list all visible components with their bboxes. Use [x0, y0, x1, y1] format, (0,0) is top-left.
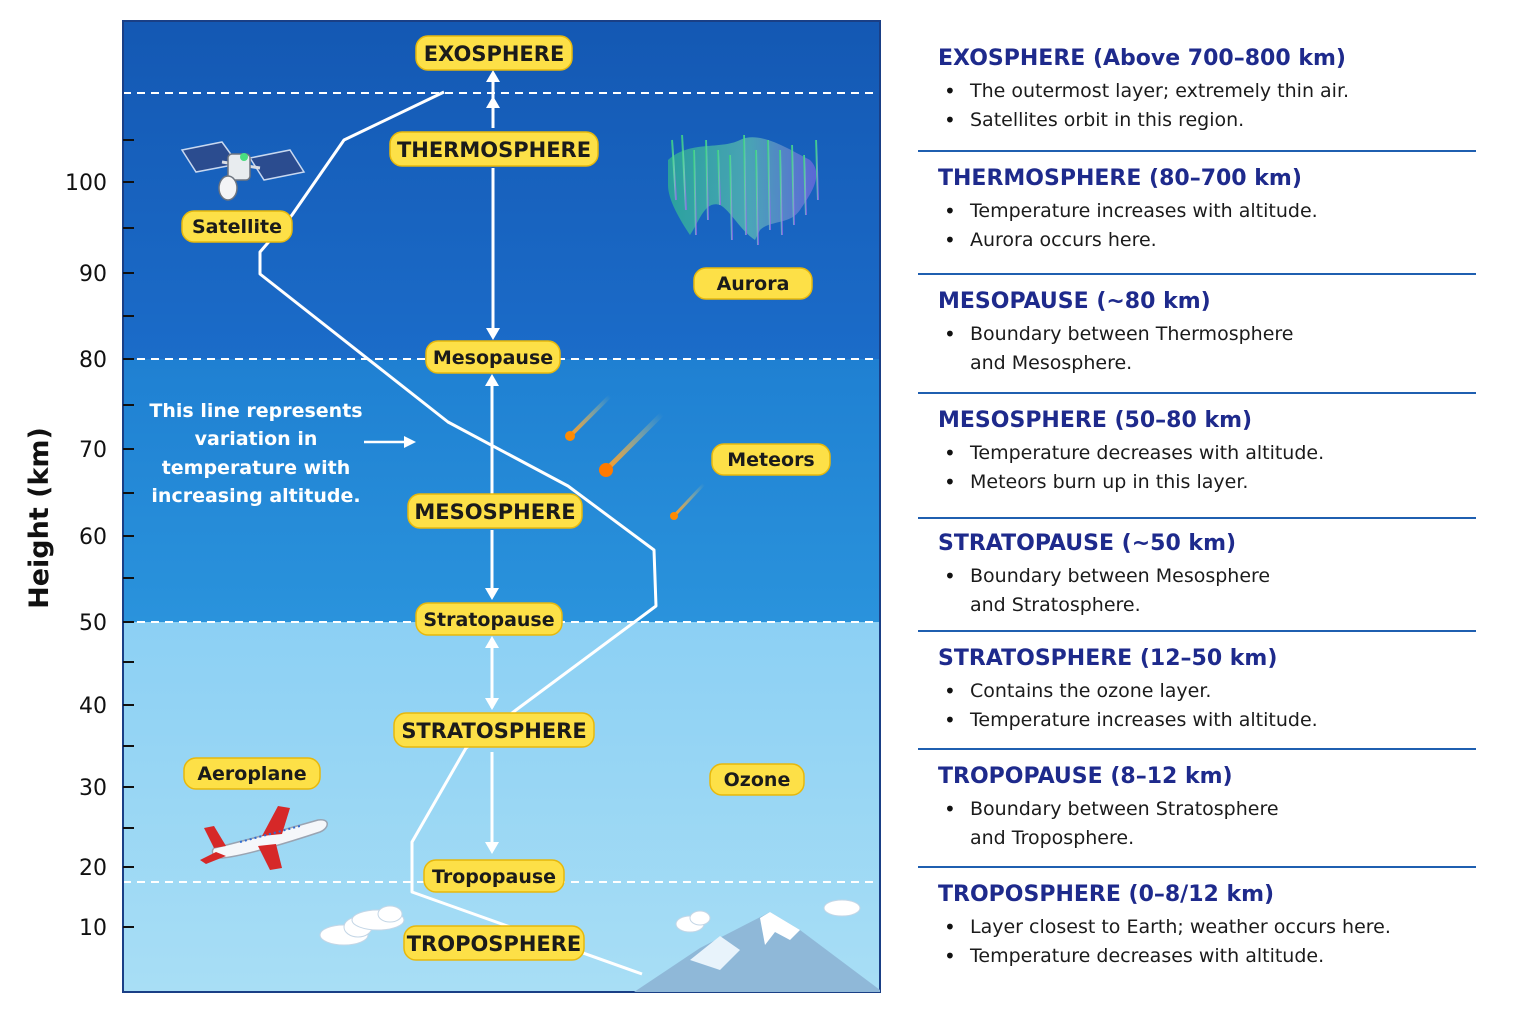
tick-10: 10	[79, 916, 107, 941]
info-bullets: Boundary between Mesosphere and Stratosp…	[938, 562, 1476, 620]
info-title: TROPOPAUSE (8–12 km)	[938, 764, 1233, 789]
tick-90: 90	[79, 262, 107, 287]
note-line-1: This line represents	[149, 400, 362, 422]
svg-text:Aeroplane: Aeroplane	[197, 763, 306, 785]
info-bullet: Contains the ozone layer.	[938, 677, 1476, 706]
info-title: EXOSPHERE (Above 700–800 km)	[938, 46, 1346, 71]
info-bullet: Boundary between Stratosphere and Tropos…	[938, 795, 1476, 853]
svg-text:Aurora: Aurora	[717, 273, 790, 295]
info-bullets: The outermost layer; extremely thin air.…	[938, 77, 1476, 135]
info-thermosphere: THERMOSPHERE (80–700 km) Temperature inc…	[918, 152, 1476, 275]
info-bullet: Aurora occurs here.	[938, 226, 1476, 255]
height-axis	[123, 139, 134, 928]
svg-text:Satellite: Satellite	[192, 216, 282, 238]
info-bullet: Temperature increases with altitude.	[938, 197, 1476, 226]
svg-text:STRATOSPHERE: STRATOSPHERE	[401, 719, 586, 743]
mesopause-pill: Mesopause	[425, 340, 561, 374]
axis-title: Height (km)	[24, 427, 55, 609]
exosphere-pill: EXOSPHERE	[415, 35, 573, 71]
cloud-icon	[319, 899, 861, 946]
info-stratopause: STRATOPAUSE (~50 km) Boundary between Me…	[918, 519, 1476, 632]
info-bullet: Layer closest to Earth; weather occurs h…	[938, 913, 1476, 942]
info-title: MESOSPHERE (50–80 km)	[938, 408, 1253, 433]
info-title: TROPOSPHERE (0–8/12 km)	[938, 882, 1275, 907]
info-bullets: Boundary between Stratosphere and Tropos…	[938, 795, 1476, 853]
satellite-pill: Satellite	[181, 210, 293, 243]
svg-text:Meteors: Meteors	[727, 449, 815, 471]
aurora-pill: Aurora	[693, 267, 813, 300]
info-troposphere: TROPOSPHERE (0–8/12 km) Layer closest to…	[918, 868, 1476, 978]
diagram-frame	[122, 20, 881, 993]
mesosphere-pill: MESOSPHERE	[407, 493, 583, 529]
note-line-3: temperature with	[162, 457, 351, 479]
info-mesopause: MESOPAUSE (~80 km) Boundary between Ther…	[918, 275, 1476, 394]
info-bullet: Temperature decreases with altitude.	[938, 942, 1476, 971]
note-arrow-icon	[364, 436, 416, 448]
svg-text:EXOSPHERE: EXOSPHERE	[424, 42, 565, 66]
tick-70: 70	[79, 438, 107, 463]
layer-info-panel: EXOSPHERE (Above 700–800 km) The outermo…	[918, 36, 1476, 978]
info-mesosphere: MESOSPHERE (50–80 km) Temperature decrea…	[918, 394, 1476, 519]
info-bullet: Temperature decreases with altitude.	[938, 439, 1476, 468]
info-bullets: Boundary between Thermosphere and Mesosp…	[938, 320, 1476, 378]
info-bullet: Boundary between Mesosphere and Stratosp…	[938, 562, 1476, 620]
tick-40: 40	[79, 694, 107, 719]
mesosphere-band	[123, 359, 880, 622]
meteors-icon	[565, 394, 706, 520]
aeroplane-icon	[200, 806, 328, 870]
tick-60: 60	[79, 525, 107, 550]
note-line-2: variation in	[195, 428, 318, 450]
info-title: THERMOSPHERE (80–700 km)	[938, 166, 1302, 191]
info-title: MESOPAUSE (~80 km)	[938, 289, 1211, 314]
aeroplane-pill: Aeroplane	[183, 757, 321, 790]
note-line-4: increasing altitude.	[151, 485, 360, 507]
tropopause-pill: Tropopause	[423, 859, 565, 893]
tick-100: 100	[65, 171, 107, 196]
satellite-icon	[180, 141, 306, 201]
info-bullet: Satellites orbit in this region.	[938, 106, 1476, 135]
info-title: STRATOPAUSE (~50 km)	[938, 531, 1237, 556]
tick-20: 20	[79, 856, 107, 881]
mountain-icon	[634, 912, 880, 992]
ozone-pill: Ozone	[709, 763, 805, 796]
svg-text:Mesopause: Mesopause	[433, 347, 553, 369]
info-bullet: Meteors burn up in this layer.	[938, 468, 1476, 497]
atmosphere-diagram: 100 90 80 70 60 50 40 30 20 10 Height (k…	[24, 20, 881, 993]
aurora-icon	[668, 134, 827, 246]
thermosphere-pill: THERMOSPHERE	[389, 131, 599, 167]
info-bullets: Temperature increases with altitude. Aur…	[938, 197, 1476, 255]
stratopause-pill: Stratopause	[415, 602, 563, 636]
svg-text:THERMOSPHERE: THERMOSPHERE	[397, 138, 591, 162]
tick-80: 80	[79, 348, 107, 373]
info-bullets: Temperature decreases with altitude. Met…	[938, 439, 1476, 497]
info-bullet: Temperature increases with altitude.	[938, 706, 1476, 735]
tick-50: 50	[79, 611, 107, 636]
svg-text:Stratopause: Stratopause	[423, 609, 554, 631]
stratosphere-pill: STRATOSPHERE	[393, 712, 595, 748]
svg-text:MESOSPHERE: MESOSPHERE	[414, 500, 575, 524]
info-title: STRATOSPHERE (12–50 km)	[938, 646, 1278, 671]
info-bullets: Layer closest to Earth; weather occurs h…	[938, 913, 1476, 971]
layer-arrows	[485, 70, 500, 854]
info-bullets: Contains the ozone layer. Temperature in…	[938, 677, 1476, 735]
troposphere-pill: TROPOSPHERE	[403, 925, 585, 961]
info-bullet: The outermost layer; extremely thin air.	[938, 77, 1476, 106]
svg-text:Ozone: Ozone	[724, 769, 791, 791]
svg-text:TROPOSPHERE: TROPOSPHERE	[407, 932, 582, 956]
svg-text:Tropopause: Tropopause	[432, 866, 556, 888]
info-bullet: Boundary between Thermosphere and Mesosp…	[938, 320, 1476, 378]
info-stratosphere: STRATOSPHERE (12–50 km) Contains the ozo…	[918, 632, 1476, 750]
meteors-pill: Meteors	[711, 443, 831, 476]
info-tropopause: TROPOPAUSE (8–12 km) Boundary between St…	[918, 750, 1476, 868]
tick-30: 30	[79, 776, 107, 801]
info-exosphere: EXOSPHERE (Above 700–800 km) The outermo…	[918, 36, 1476, 152]
